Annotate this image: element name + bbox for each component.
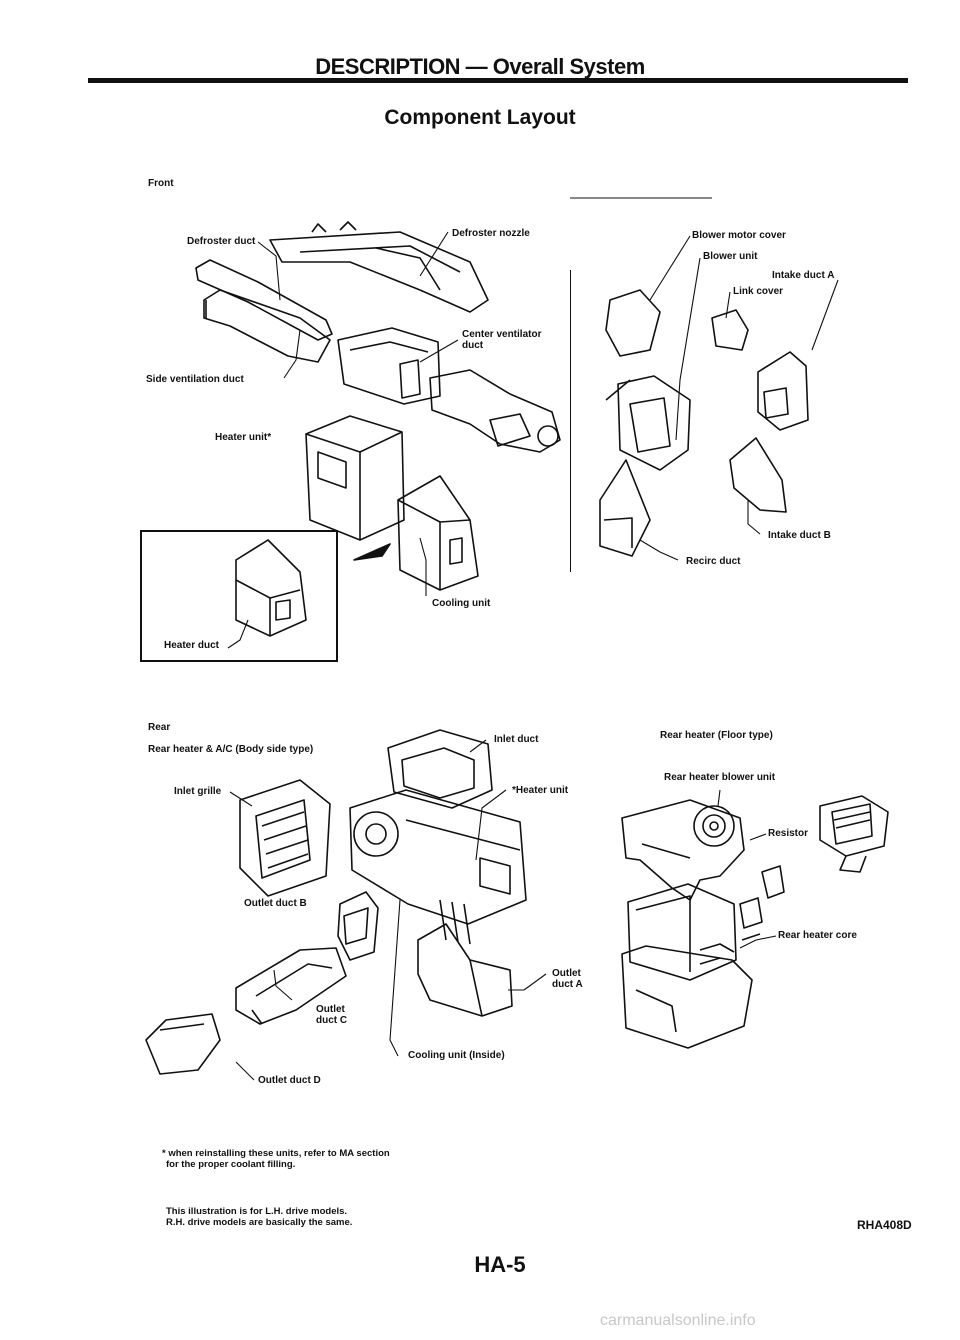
page-number: HA-5 bbox=[474, 1252, 526, 1277]
label-rear-heater-blower-unit: Rear heater blower unit bbox=[664, 772, 776, 783]
label-inlet-grille: Inlet grille bbox=[174, 786, 222, 797]
label-cooling-unit-inside: Cooling unit (Inside) bbox=[408, 1050, 505, 1061]
label-rear-heater-unit: *Heater unit bbox=[512, 785, 569, 796]
outlet-duct-b-drawing bbox=[337, 891, 379, 961]
heater-duct-inset bbox=[140, 530, 338, 662]
outlet-duct-a-drawing bbox=[417, 923, 513, 1017]
cooling-unit-drawing bbox=[353, 475, 479, 591]
defroster-duct-drawing bbox=[195, 259, 333, 363]
label-defroster-nozzle: Defroster nozzle bbox=[452, 228, 530, 239]
label-resistor: Resistor bbox=[768, 828, 809, 839]
label-intake-duct-b: Intake duct B bbox=[768, 530, 831, 541]
label-center-ventilator-duct: Center ventilator bbox=[462, 329, 542, 340]
label-outlet-duct-a-2: duct A bbox=[552, 979, 583, 990]
blower-motor-drawing bbox=[819, 795, 889, 873]
header-rule bbox=[88, 78, 908, 83]
rear-section-label: Rear bbox=[148, 722, 171, 733]
site-watermark: carmanualsonline.info bbox=[600, 1312, 756, 1329]
outlet-duct-c-drawing bbox=[235, 947, 347, 1025]
intake-duct-b-drawing bbox=[729, 437, 787, 513]
note-reinstall: * when reinstalling these units, refer t… bbox=[162, 1148, 390, 1159]
figure-code: RHA408D bbox=[857, 1218, 912, 1232]
label-side-ventilation-duct: Side ventilation duct bbox=[146, 374, 244, 385]
section-title: DESCRIPTION — Overall System bbox=[315, 54, 645, 79]
label-outlet-duct-c-2: duct C bbox=[316, 1015, 348, 1026]
label-link-cover: Link cover bbox=[733, 286, 784, 297]
label-floor-title: Rear heater (Floor type) bbox=[660, 730, 773, 741]
leader-lines bbox=[227, 197, 839, 1081]
label-recirc-duct: Recirc duct bbox=[686, 556, 741, 567]
label-center-ventilator-duct-2: duct bbox=[462, 340, 484, 351]
label-inlet-duct: Inlet duct bbox=[494, 734, 539, 745]
rear-heater-core-drawing bbox=[621, 883, 761, 1049]
outlet-duct-d-drawing bbox=[145, 1013, 221, 1075]
front-section-label: Front bbox=[148, 178, 174, 189]
center-ventilator-duct-drawing bbox=[337, 327, 441, 405]
label-heater-duct: Heater duct bbox=[164, 640, 220, 651]
note-illustration: This illustration is for L.H. drive mode… bbox=[166, 1206, 348, 1217]
label-blower-motor-cover: Blower motor cover bbox=[692, 230, 786, 241]
heater-duct-drawing bbox=[235, 539, 307, 637]
label-defroster-duct: Defroster duct bbox=[187, 236, 256, 247]
label-outlet-duct-a: Outlet bbox=[552, 968, 581, 979]
link-cover-drawing bbox=[711, 309, 749, 351]
page-subtitle: Component Layout bbox=[384, 106, 576, 129]
inlet-grille-drawing bbox=[239, 779, 331, 897]
front-divider bbox=[570, 270, 571, 572]
label-rear-heater-core: Rear heater core bbox=[778, 930, 857, 941]
intake-duct-a-drawing bbox=[757, 351, 809, 431]
note-reinstall-2: for the proper coolant filling. bbox=[166, 1159, 296, 1170]
label-outlet-duct-d: Outlet duct D bbox=[258, 1075, 321, 1086]
label-body-side-title: Rear heater & A/C (Body side type) bbox=[148, 744, 314, 755]
recirc-duct-drawing bbox=[599, 459, 651, 557]
note-illustration-2: R.H. drive models are basically the same… bbox=[166, 1217, 353, 1228]
side-ventilation-duct-drawing bbox=[429, 369, 561, 453]
label-intake-duct-a: Intake duct A bbox=[772, 270, 835, 281]
inlet-duct-drawing bbox=[387, 729, 493, 809]
label-outlet-duct-b: Outlet duct B bbox=[244, 898, 307, 909]
label-blower-unit: Blower unit bbox=[703, 251, 758, 262]
label-heater-unit: Heater unit* bbox=[215, 432, 272, 443]
rear-heater-blower-unit-drawing bbox=[621, 799, 745, 901]
defroster-nozzle-drawing bbox=[269, 221, 489, 313]
label-cooling-unit: Cooling unit bbox=[432, 598, 491, 609]
label-outlet-duct-c: Outlet bbox=[316, 1004, 345, 1015]
heater-unit-drawing bbox=[305, 415, 405, 541]
resistor-drawing bbox=[739, 865, 785, 929]
rear-heater-unit-drawing bbox=[349, 789, 527, 945]
blower-unit-drawing bbox=[605, 289, 691, 471]
